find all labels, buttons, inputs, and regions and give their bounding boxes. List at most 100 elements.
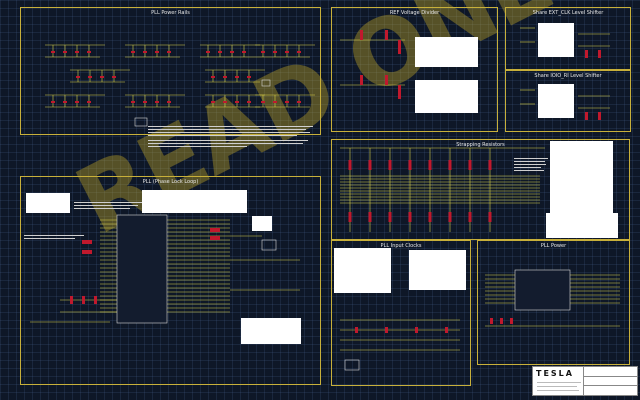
strap-resistor-pullup xyxy=(448,160,452,170)
capacitor xyxy=(75,101,79,103)
frame-strapping-resistors[interactable]: Strapping Resistors xyxy=(331,139,630,240)
rx-shifter-figure xyxy=(538,84,574,118)
capacitor xyxy=(261,101,265,103)
capacitor xyxy=(211,101,215,103)
capacitor xyxy=(131,101,135,103)
strap-resistor-pulldown xyxy=(428,212,432,222)
capacitor xyxy=(76,76,80,78)
tesla-logo: TESLA xyxy=(536,369,574,378)
frame-title-pll-power: PLL Power xyxy=(540,243,567,249)
divider-resistor xyxy=(385,30,388,40)
capacitor xyxy=(218,51,222,53)
frame-title-pll-power-rails: PLL Power Rails xyxy=(151,10,190,16)
loop-filter-table xyxy=(142,190,247,213)
frame-pll-power-rails[interactable]: PLL Power Rails xyxy=(20,7,321,135)
divider-resistor xyxy=(360,75,363,85)
shifter-resistor xyxy=(585,50,588,58)
capacitor xyxy=(235,76,239,78)
loop-filter-resistor xyxy=(82,250,92,254)
divider-resistor xyxy=(398,85,401,99)
frame-title-rx-level-shifter: Share IOIO_RI Level Shifter xyxy=(534,73,602,79)
frame-title-ext-clk-shifter: Share EXT_CLK Level Shifter xyxy=(532,10,604,16)
input-clock-cap xyxy=(415,327,418,333)
capacitor xyxy=(100,76,104,78)
pll-chip-body xyxy=(116,214,168,324)
frame-title-strapping-resistors: Strapping Resistors xyxy=(456,142,505,148)
capacitor xyxy=(285,51,289,53)
strap-table-figure xyxy=(550,141,613,213)
ref-divider-figure-top xyxy=(415,37,478,67)
capacitor xyxy=(273,51,277,53)
capacitor xyxy=(51,51,55,53)
capacitor xyxy=(63,51,67,53)
capacitor xyxy=(131,51,135,53)
frame-ref-voltage-divider[interactable]: REF Voltage Divider xyxy=(331,7,498,132)
capacitor xyxy=(247,76,251,78)
strap-config-table xyxy=(546,213,618,238)
capacitor xyxy=(297,101,301,103)
frame-pll-power[interactable]: PLL Power xyxy=(477,240,630,365)
capacitor xyxy=(206,51,210,53)
frame-title-pll-lock-loop: PLL (Phase Lock Loop) xyxy=(142,179,199,185)
pll-design-notes xyxy=(148,124,313,158)
loop-filter-resistor xyxy=(82,240,92,244)
strap-resistor-pulldown xyxy=(368,212,372,222)
strap-resistor-pulldown xyxy=(348,212,352,222)
strap-resistor-pulldown xyxy=(408,212,412,222)
frame-rx-level-shifter[interactable]: Share IOIO_RI Level Shifter xyxy=(505,70,631,132)
strap-resistor-pullup xyxy=(428,160,432,170)
strap-resistor-pullup xyxy=(348,160,352,170)
capacitor xyxy=(75,51,79,53)
shifter-resistor xyxy=(585,112,588,120)
capacitor xyxy=(167,101,171,103)
frame-pll-input-clocks[interactable]: PLL Input Clocks xyxy=(331,240,471,386)
input-clock-cap xyxy=(355,327,358,333)
decoupling-cap xyxy=(510,318,513,324)
strap-resistor-pullup xyxy=(488,160,492,170)
ref-divider-figure-bottom xyxy=(415,80,478,113)
input-clock-table xyxy=(334,248,391,293)
regulator-symbol xyxy=(134,117,148,127)
crystal-symbol xyxy=(261,239,277,251)
strap-resistor-pulldown xyxy=(448,212,452,222)
loop-filter-figure-2 xyxy=(252,216,272,231)
output-resistor xyxy=(210,228,220,232)
loop-filter-figure-1 xyxy=(26,193,70,213)
capacitor xyxy=(230,51,234,53)
capacitor xyxy=(155,51,159,53)
divider-resistor xyxy=(398,40,401,54)
input-clock-cap xyxy=(445,327,448,333)
capacitor xyxy=(247,101,251,103)
input-clock-figure xyxy=(409,250,466,290)
output-resistor xyxy=(210,236,220,240)
capacitor xyxy=(87,101,91,103)
capacitor xyxy=(87,51,91,53)
power-ic-body xyxy=(514,269,571,311)
frame-ext-clk-shifter[interactable]: Share EXT_CLK Level Shifter xyxy=(505,7,631,70)
capacitor xyxy=(273,101,277,103)
title-block[interactable]: TESLA xyxy=(532,366,638,396)
capacitor xyxy=(285,101,289,103)
strap-resistor-pulldown xyxy=(388,212,392,222)
strap-resistor-pullup xyxy=(408,160,412,170)
capacitor xyxy=(223,76,227,78)
strap-resistor-pullup xyxy=(368,160,372,170)
strap-resistor-pulldown xyxy=(488,212,492,222)
frame-pll-lock-loop[interactable]: PLL (Phase Lock Loop) xyxy=(20,176,321,385)
divider-resistor xyxy=(360,30,363,40)
capacitor xyxy=(51,101,55,103)
capacitor xyxy=(88,76,92,78)
capacitor xyxy=(143,51,147,53)
ref-clock-routing-figure xyxy=(241,318,301,344)
capacitor xyxy=(261,51,265,53)
shifter-resistor xyxy=(598,112,601,120)
capacitor xyxy=(235,101,239,103)
capacitor xyxy=(155,101,159,103)
strap-resistor-pullup xyxy=(468,160,472,170)
strap-resistor-pulldown xyxy=(468,212,472,222)
capacitor xyxy=(143,101,147,103)
pll-loop-notes xyxy=(74,200,144,218)
capacitor xyxy=(297,51,301,53)
oscillator-symbol xyxy=(344,359,360,371)
